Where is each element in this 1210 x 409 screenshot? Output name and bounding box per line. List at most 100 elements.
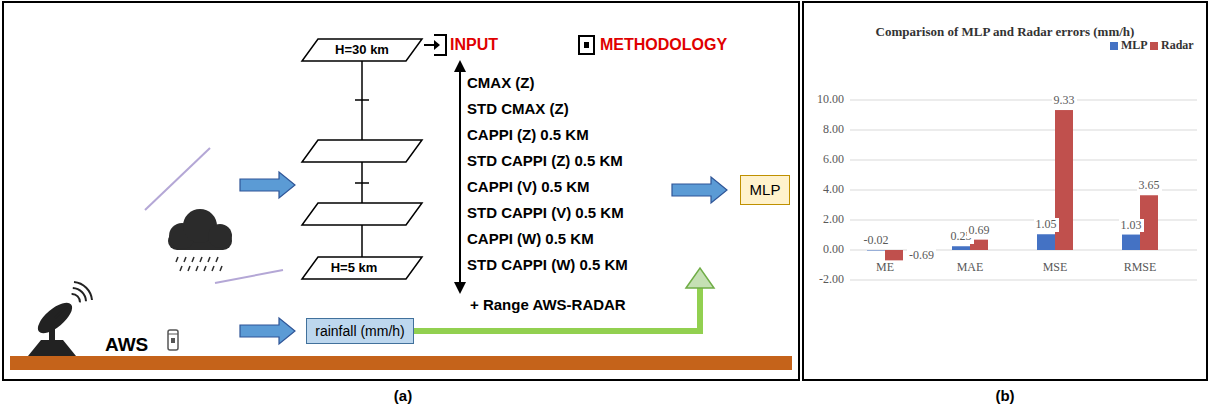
panel-frame: [803, 2, 1207, 380]
label: CMAX (Z): [467, 74, 535, 91]
bars: [867, 110, 1158, 260]
bar: [885, 250, 903, 260]
label: AWS: [105, 334, 148, 356]
height-plane: [302, 203, 422, 225]
label: CAPPI (V) 0.5 KM: [467, 178, 590, 195]
value-label: 1.05: [1034, 218, 1059, 232]
axis-tick: 10.00: [815, 93, 846, 107]
input-icon: [434, 35, 446, 55]
node-text: rainfall (mm/h): [315, 323, 404, 339]
label: STD CMAX (Z): [467, 100, 569, 117]
value-label: 9.33: [1052, 94, 1077, 108]
gridline: [850, 280, 1197, 281]
rain-gauge: [171, 338, 175, 343]
label: STD CAPPI (V) 0.5 KM: [467, 204, 624, 221]
ground: [10, 356, 792, 370]
raindrop: [184, 257, 186, 262]
gridline: [850, 160, 1197, 161]
gridline: [850, 100, 1197, 101]
label: Comparison of MLP and Radar errors (mm/h…: [876, 25, 1135, 40]
raindrop: [220, 266, 222, 271]
radar-signal: [72, 294, 80, 302]
methodology-icon: [579, 36, 594, 54]
bar: [1037, 234, 1055, 250]
label: METHODOLOGY: [600, 36, 727, 54]
raindrop: [180, 266, 182, 271]
panel-frame: [3, 2, 799, 380]
block-arrow: [240, 172, 295, 198]
raindrop: [196, 266, 198, 271]
axis-tick: -2.00: [817, 273, 846, 287]
methodology-icon: [584, 42, 589, 48]
block-arrow: [240, 318, 295, 344]
axis-tick: 4.00: [821, 183, 846, 197]
height-plane: [302, 257, 422, 279]
radar-signal: [74, 282, 92, 300]
axis-tick: 0.00: [821, 243, 846, 257]
label: ME: [874, 261, 896, 275]
label: STD CAPPI (W) 0.5 KM: [467, 256, 628, 273]
arrowhead: [454, 282, 466, 294]
height-plane: [302, 39, 422, 61]
plane-tick: [355, 182, 369, 184]
raindrop: [212, 266, 214, 271]
bar: [867, 250, 885, 252]
radar-beam: [215, 270, 283, 283]
value-label: 1.03: [1119, 219, 1144, 233]
value-label: 0.69: [967, 224, 992, 238]
radar-dish: [33, 298, 77, 339]
plane-link: [361, 225, 363, 258]
raindrop: [192, 257, 194, 262]
raindrop: [176, 257, 178, 262]
label: H=5 km: [331, 261, 378, 276]
radar-beam: [145, 148, 210, 210]
arrowhead: [454, 60, 466, 72]
label: (b): [995, 387, 1014, 404]
input-icon: [434, 40, 440, 50]
radar-feed: [55, 305, 68, 318]
legend-swatch: [1150, 42, 1158, 50]
plane-tick: [355, 99, 369, 101]
raindrop: [216, 257, 218, 262]
range-flow-line: [414, 287, 700, 331]
raindrop: [204, 266, 206, 271]
label: INPUT: [450, 36, 498, 54]
legend-swatch: [1110, 42, 1118, 50]
radar-base: [28, 340, 76, 356]
label: STD CAPPI (Z) 0.5 KM: [467, 152, 623, 169]
model-box: MLP: [740, 175, 791, 204]
label: + Range AWS-RADAR: [470, 296, 626, 313]
bar: [1122, 235, 1140, 250]
raindrop: [208, 257, 210, 262]
value-label: -0.02: [862, 234, 891, 248]
label: MAE: [955, 261, 986, 275]
node-text: MLP: [750, 181, 781, 198]
legend-label: MLP: [1121, 39, 1148, 53]
gridlines: [850, 100, 1197, 280]
radar-signal: [73, 288, 86, 301]
axis-tick: 6.00: [821, 153, 846, 167]
label: H=30 km: [335, 43, 389, 58]
label: (a): [394, 387, 412, 404]
axis-tick: 2.00: [821, 213, 846, 227]
value-label: 3.65: [1137, 179, 1162, 193]
bar: [952, 246, 970, 250]
label: MSE: [1041, 261, 1070, 275]
input-box: rainfall (mm/h): [306, 318, 413, 344]
rain-gauge: [168, 334, 178, 335]
gridline: [850, 130, 1197, 131]
label: RMSE: [1122, 261, 1159, 275]
value-label: -0.69: [907, 249, 936, 263]
range-arrow: [459, 70, 461, 284]
cloud: [208, 224, 232, 248]
legend-label: Radar: [1161, 39, 1194, 53]
raindrop: [200, 257, 202, 262]
raindrop: [188, 266, 190, 271]
rain-gauge: [168, 330, 178, 350]
range-flow-head: [686, 268, 714, 288]
height-plane: [302, 140, 422, 162]
axis-tick: 8.00: [821, 123, 846, 137]
block-arrow: [672, 177, 727, 203]
label: CAPPI (W) 0.5 KM: [467, 230, 594, 247]
label: CAPPI (Z) 0.5 KM: [467, 126, 589, 143]
